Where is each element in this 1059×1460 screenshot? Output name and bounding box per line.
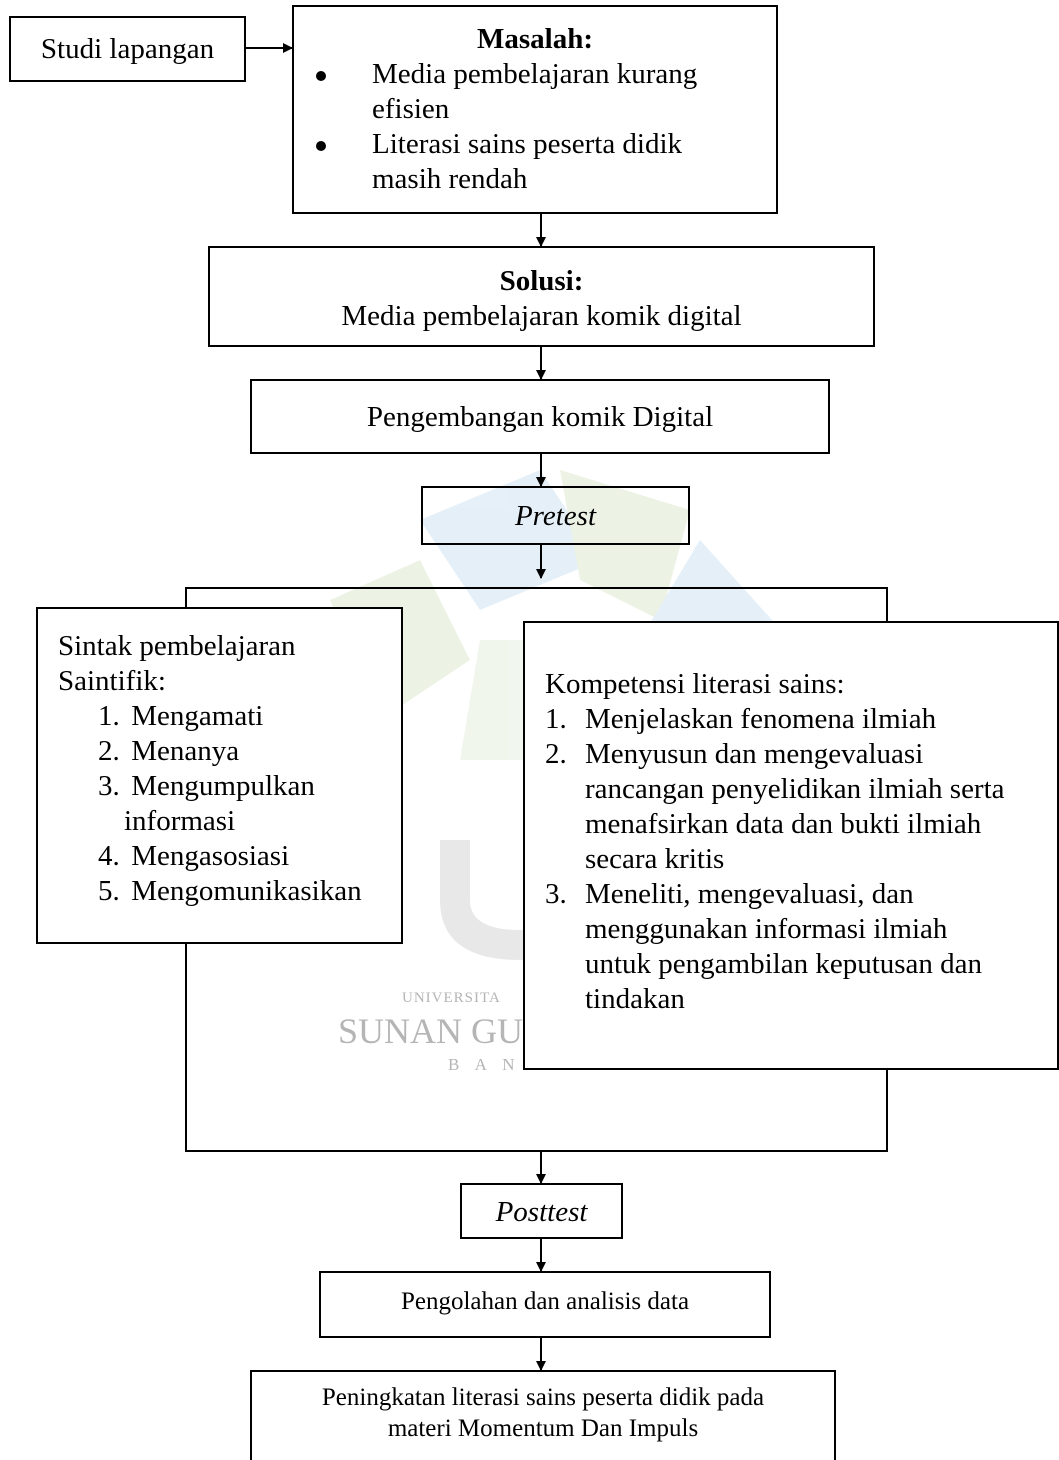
kompetensi-item-line: rancangan penyelidikan ilmiah serta <box>585 773 1005 805</box>
pretest-label: Pretest <box>514 500 597 532</box>
kompetensi-item-line: Menjelaskan fenomena ilmiah <box>585 703 937 735</box>
sintak-item: 1. Mengamati <box>98 699 401 734</box>
kompetensi-item: 2. Menyusun dan mengevaluasi rancangan p… <box>545 737 1057 877</box>
bullet-icon <box>316 141 326 151</box>
posttest-label: Posttest <box>495 1196 588 1228</box>
sintak-title-line2: Saintifik: <box>58 665 166 697</box>
kompetensi-item-num: 2. <box>545 738 567 770</box>
posttest-box: Posttest <box>460 1183 623 1239</box>
sintak-item-num: 4. <box>98 840 120 872</box>
sintak-item-num: 5. <box>98 875 120 907</box>
pengembangan-box: Pengembangan komik Digital <box>250 379 830 454</box>
peningkatan-line2: materi Momentum Dan Impuls <box>387 1415 699 1442</box>
kompetensi-box: Kompetensi literasi sains: 1. Menjelaska… <box>523 621 1059 1070</box>
kompetensi-item-line: secara kritis <box>585 843 725 875</box>
sintak-item-text: Mengomunikasikan <box>131 875 362 907</box>
sintak-item-num: 2. <box>98 735 120 767</box>
masalah-item-line: Media pembelajaran kurang <box>372 58 698 90</box>
masalah-item: Literasi sains peserta didik masih renda… <box>294 127 776 197</box>
studi-lapangan-label: Studi lapangan <box>40 33 215 65</box>
sintak-item: 2. Menanya <box>98 734 401 769</box>
sintak-item: 3. Mengumpulkan informasi <box>98 769 401 839</box>
kompetensi-item-line: Meneliti, mengevaluasi, dan <box>585 878 914 910</box>
solusi-text: Media pembelajaran komik digital <box>341 300 742 332</box>
studi-lapangan-box: Studi lapangan <box>9 16 246 82</box>
pretest-box: Pretest <box>421 486 690 545</box>
masalah-item: Media pembelajaran kurang efisien <box>294 57 776 127</box>
sintak-item-text: informasi <box>124 805 236 837</box>
peningkatan-line1: Peningkatan literasi sains peserta didik… <box>321 1384 765 1411</box>
sintak-item-num: 1. <box>98 700 120 732</box>
kompetensi-item-line: Menyusun dan mengevaluasi <box>585 738 924 770</box>
masalah-box: Masalah: Media pembelajaran kurang efisi… <box>292 5 778 214</box>
masalah-item-line: Literasi sains peserta didik <box>372 128 683 160</box>
sintak-title-line1: Sintak pembelajaran <box>58 630 296 662</box>
sintak-item-text: Mengasosiasi <box>131 840 290 872</box>
sintak-box: Sintak pembelajaran Saintifik: 1. Mengam… <box>36 607 403 944</box>
pengolahan-label: Pengolahan dan analisis data <box>400 1288 690 1315</box>
solusi-box: Solusi: Media pembelajaran komik digital <box>208 246 875 347</box>
kompetensi-item-line: menggunakan informasi ilmiah <box>585 913 948 945</box>
kompetensi-item-line: menafsirkan data dan bukti ilmiah <box>585 808 982 840</box>
kompetensi-item-num: 3. <box>545 878 567 910</box>
masalah-item-line: efisien <box>372 93 450 125</box>
peningkatan-box: Peningkatan literasi sains peserta didik… <box>250 1370 836 1460</box>
kompetensi-title: Kompetensi literasi sains: <box>545 668 845 700</box>
kompetensi-item-num: 1. <box>545 703 567 735</box>
sintak-item-text: Menanya <box>131 735 240 767</box>
sintak-item-text: Mengumpulkan <box>131 770 315 802</box>
sintak-item-num: 3. <box>98 770 120 802</box>
kompetensi-item: 3. Meneliti, mengevaluasi, dan menggunak… <box>545 877 1057 1017</box>
sintak-item: 4. Mengasosiasi <box>98 839 401 874</box>
sintak-item-text: Mengamati <box>131 700 264 732</box>
masalah-title: Masalah: <box>477 23 593 55</box>
kompetensi-item: 1. Menjelaskan fenomena ilmiah <box>545 702 1057 737</box>
kompetensi-item-line: untuk pengambilan keputusan dan <box>585 948 983 980</box>
kompetensi-item-line: tindakan <box>585 983 685 1015</box>
pengolahan-box: Pengolahan dan analisis data <box>319 1271 771 1338</box>
solusi-title: Solusi: <box>499 265 584 297</box>
bullet-icon <box>316 71 326 81</box>
sintak-item: 5. Mengomunikasikan <box>98 874 401 909</box>
masalah-item-line: masih rendah <box>372 163 528 195</box>
pengembangan-label: Pengembangan komik Digital <box>366 401 714 433</box>
